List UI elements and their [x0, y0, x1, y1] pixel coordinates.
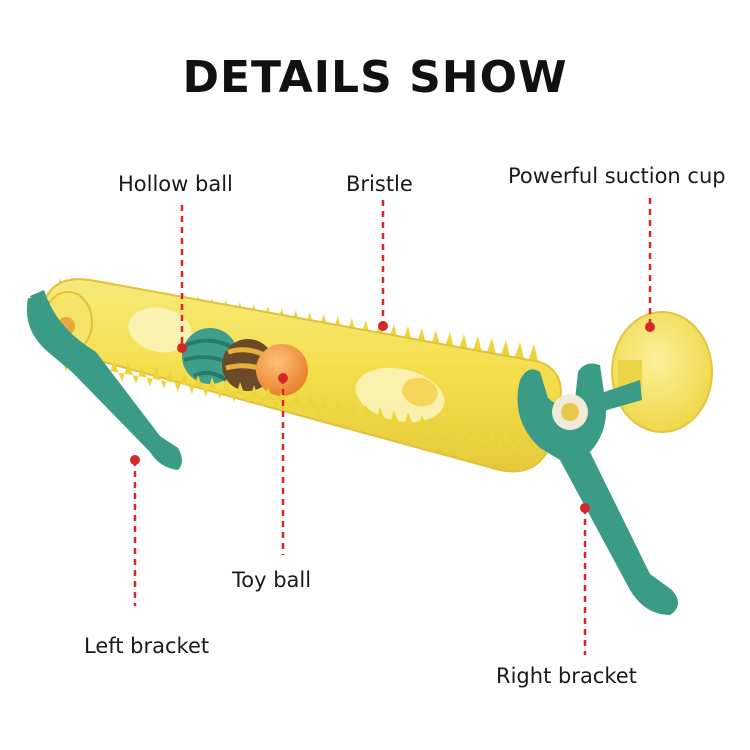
page-title: DETAILS SHOW	[182, 52, 568, 103]
leader-dots	[130, 321, 655, 513]
label-left-bracket: Left bracket	[84, 634, 210, 658]
label-right-bracket: Right bracket	[496, 664, 637, 688]
label-toy-ball: Toy ball	[232, 568, 312, 592]
label-bristle: Bristle	[346, 172, 413, 196]
label-suction-cup: Powerful suction cup	[508, 164, 726, 188]
toy-ball	[222, 339, 308, 396]
suction-cup	[611, 311, 713, 433]
right-bracket	[517, 363, 679, 615]
left-bracket	[26, 290, 182, 470]
label-hollow-ball: Hollow ball	[118, 172, 233, 196]
leader-lines	[133, 198, 652, 655]
